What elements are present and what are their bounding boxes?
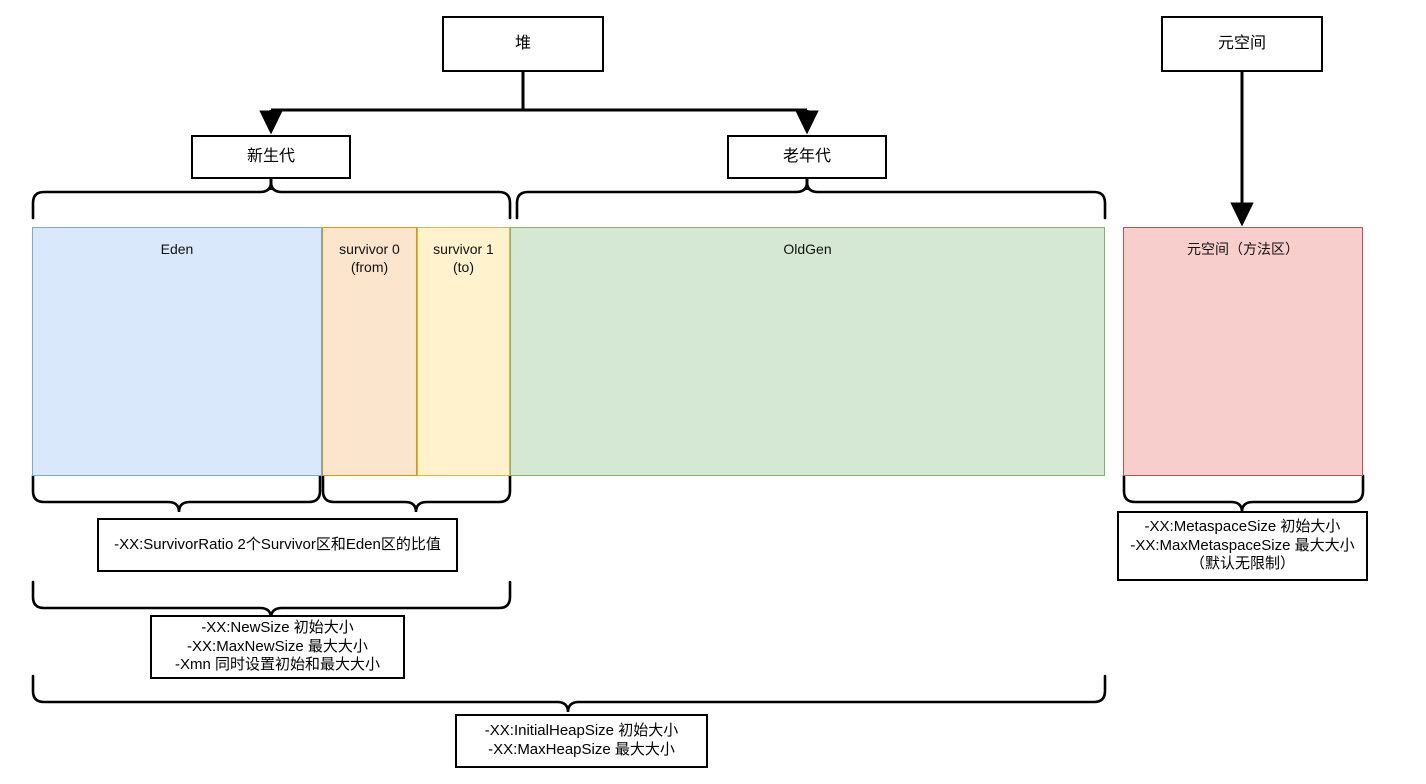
note-metaspace-size[interactable]: -XX:MetaspaceSize 初始大小 -XX:MaxMetaspaceS…: [1117, 511, 1368, 581]
node-young-gen[interactable]: 新生代: [191, 135, 351, 179]
region-survivor-0[interactable]: survivor 0 (from): [322, 227, 417, 476]
note-survivor-ratio[interactable]: -XX:SurvivorRatio 2个Survivor区和Eden区的比值: [97, 518, 458, 572]
note-survivor-ratio-text: -XX:SurvivorRatio 2个Survivor区和Eden区的比值: [114, 535, 441, 553]
region-metaspace-label: 元空间（方法区）: [1187, 241, 1299, 257]
node-old-gen[interactable]: 老年代: [727, 135, 887, 179]
note-new-size-text: -XX:NewSize 初始大小 -XX:MaxNewSize 最大大小 -Xm…: [174, 618, 380, 674]
node-metaspace-label: 元空间: [1217, 35, 1266, 52]
node-heap[interactable]: 堆: [442, 16, 604, 72]
note-new-size[interactable]: -XX:NewSize 初始大小 -XX:MaxNewSize 最大大小 -Xm…: [150, 615, 405, 679]
region-eden-label: Eden: [160, 241, 194, 257]
node-old-gen-label: 老年代: [782, 148, 831, 165]
note-heap-size-text: -XX:InitialHeapSize 初始大小 -XX:MaxHeapSize…: [484, 722, 679, 758]
region-old-gen[interactable]: OldGen: [510, 227, 1105, 476]
region-survivor-1[interactable]: survivor 1 (to): [417, 227, 510, 476]
region-old-gen-label: OldGen: [783, 241, 832, 257]
node-heap-label: 堆: [514, 35, 531, 52]
region-survivor-0-label: survivor 0 (from): [339, 241, 400, 276]
note-heap-size[interactable]: -XX:InitialHeapSize 初始大小 -XX:MaxHeapSize…: [455, 714, 708, 768]
node-metaspace[interactable]: 元空间: [1161, 16, 1323, 72]
region-metaspace[interactable]: 元空间（方法区）: [1123, 227, 1363, 476]
note-metaspace-size-text: -XX:MetaspaceSize 初始大小 -XX:MaxMetaspaceS…: [1130, 517, 1355, 573]
region-eden[interactable]: Eden: [32, 227, 322, 476]
node-young-gen-label: 新生代: [246, 148, 295, 165]
region-survivor-1-label: survivor 1 (to): [433, 241, 494, 276]
